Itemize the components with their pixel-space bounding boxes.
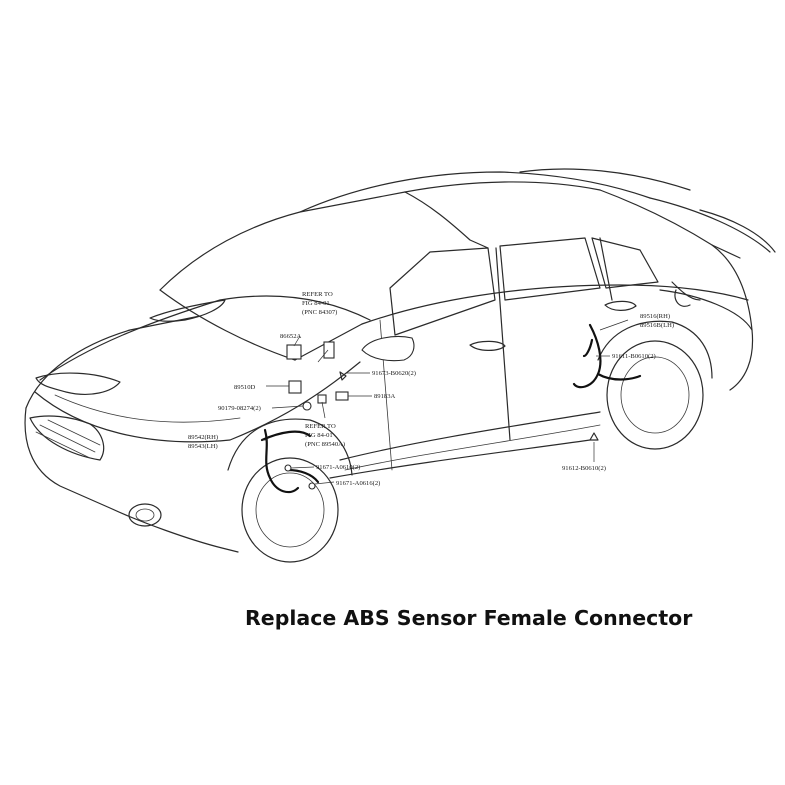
front-abs-harness xyxy=(260,428,320,494)
label-89543-lh: 89543(LH) xyxy=(188,443,218,450)
label-89542-rh: 89542(RH) xyxy=(188,434,218,441)
part-labels: REFER TO FIG 84-01 (PNC 84307) 86652A 89… xyxy=(188,291,674,487)
label-refer-to-upper-3: (PNC 84307) xyxy=(302,309,337,316)
leader-lines xyxy=(262,319,629,485)
label-refer-to-lower-1: REFER TO xyxy=(305,423,336,430)
label-refer-to-upper-2: FIG 84-01 xyxy=(302,300,330,307)
label-91673-b0620: 91673-B0620(2) xyxy=(372,370,416,377)
label-86652a: 86652A xyxy=(280,333,301,340)
label-89516b-lh: 89516B(LH) xyxy=(640,322,674,329)
label-91612-b0610: 91612-B0610(2) xyxy=(562,465,606,472)
label-refer-to-upper-1: REFER TO xyxy=(302,291,333,298)
label-91611-b0610: 91611-B0610(2) xyxy=(612,353,656,360)
label-90179: 90179-08274(2) xyxy=(218,405,261,412)
car-illustration xyxy=(24,168,776,563)
label-89183a: 89183A xyxy=(374,393,395,400)
label-91671-a0616: 91671-A0616(2) xyxy=(336,480,380,487)
label-89516-rh: 89516(RH) xyxy=(640,313,670,320)
label-89510d: 89510D xyxy=(234,384,255,391)
parts-hardware xyxy=(284,341,599,490)
diagram-caption: Replace ABS Sensor Female Connector xyxy=(245,606,693,630)
label-91671-a0610: 91671-A0610(2) xyxy=(316,464,360,471)
label-refer-to-lower-2: FIG 84-01 xyxy=(305,432,333,439)
label-refer-to-lower-3: (PNC 89540A) xyxy=(305,441,345,448)
rear-abs-harness xyxy=(572,323,642,389)
